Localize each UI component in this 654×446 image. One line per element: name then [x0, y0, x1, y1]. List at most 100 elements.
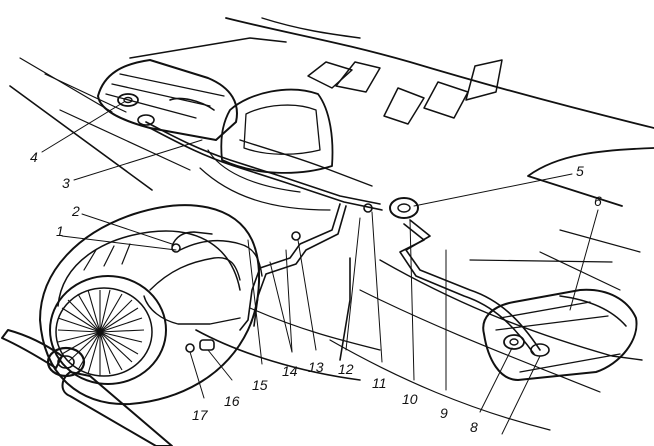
engine-cowling: [39, 204, 260, 406]
leader-1: [61, 235, 177, 251]
engine-line-3: [143, 295, 241, 325]
leader-6: [569, 209, 599, 311]
windshield-frame: [243, 104, 321, 155]
callout-15: 15: [252, 377, 268, 393]
engine-line-2: [149, 257, 241, 291]
fuel-fittings: [171, 197, 419, 353]
callout-16: 16: [224, 393, 240, 409]
propeller-blade-upper: [1, 329, 63, 369]
left-wing-fuel-tank: [97, 59, 238, 141]
fitting: [171, 243, 181, 253]
callout-14: 14: [282, 363, 298, 379]
right-wing-root: [527, 147, 654, 207]
right-feed-line-2: [399, 223, 535, 355]
leader-5: [413, 173, 573, 207]
leader-12: [345, 217, 361, 351]
cowl-line: [199, 167, 331, 211]
engine-line-4: [171, 231, 213, 247]
cabin-window: [307, 61, 353, 89]
left-tank-outlet: [137, 114, 155, 126]
main-feed-line: [239, 203, 341, 331]
callout-10: 10: [402, 391, 418, 407]
left-tank-seams: [105, 73, 225, 119]
propeller-spinner: [57, 355, 75, 369]
right-tank-filler-cap-inner: [509, 338, 519, 346]
left-feed-line-2: [149, 127, 383, 211]
right-tank-body: [482, 288, 638, 381]
fuel-valve: [363, 203, 373, 213]
callout-13: 13: [308, 359, 324, 375]
left-wing-line: [59, 109, 191, 171]
cowling-inner-ring: [55, 287, 153, 377]
leader-7: [501, 355, 541, 435]
leader-11: [371, 211, 383, 363]
cowling-outline: [39, 204, 260, 406]
left-wing-trailing-edge: [129, 37, 287, 59]
left-wing-line: [19, 57, 113, 113]
leader-16: [207, 349, 233, 381]
leader-3: [73, 139, 203, 181]
fuselage-lower-line: [249, 307, 381, 351]
cowling-ring: [57, 230, 241, 307]
engine-cylinder-fins: [57, 289, 145, 376]
left-wing-line: [44, 73, 127, 113]
fuel-filter-inner: [397, 203, 411, 213]
leader-14b: [269, 261, 293, 353]
cabin-window: [465, 59, 503, 101]
fuselage-upper: [225, 17, 654, 129]
fuel-cock: [291, 231, 301, 241]
airframe: [9, 17, 654, 431]
right-wing-leading-edge: [379, 259, 643, 361]
leader-14a: [285, 249, 293, 353]
cabin-window: [383, 87, 425, 125]
callout-8: 8: [470, 419, 478, 435]
callout-9: 9: [440, 405, 448, 421]
cowl-line: [207, 149, 301, 193]
callout-2: 2: [71, 203, 80, 219]
cabin-window: [423, 81, 469, 119]
vent-line: [239, 139, 373, 187]
right-tank-seams: [495, 301, 621, 373]
engine-line: [179, 239, 263, 277]
callout-12: 12: [338, 361, 354, 377]
callout-5: 5: [576, 163, 584, 179]
leader-8: [479, 347, 513, 413]
leader-2: [81, 213, 173, 245]
right-feed-line: [405, 219, 541, 351]
callout-17: 17: [192, 407, 209, 423]
leader-15: [247, 239, 263, 365]
windshield: [220, 88, 334, 174]
cowling-louvers: [83, 243, 131, 271]
callout-11: 11: [372, 375, 387, 391]
left-tank-body: [97, 59, 238, 141]
left-wing-leading-edge: [9, 85, 153, 191]
right-wing-fuel-tank: [482, 288, 638, 381]
right-wing-line: [559, 229, 641, 253]
leader-10: [409, 219, 415, 381]
left-tank-filler-cap-inner: [123, 96, 133, 104]
left-feed-line: [145, 121, 381, 205]
propeller-hub: [46, 346, 86, 378]
left-tank-filler-cap: [117, 93, 139, 107]
cabin-window: [335, 61, 381, 93]
callout-1: 1: [56, 223, 64, 239]
leader-17: [189, 351, 205, 399]
fitting-pump: [185, 343, 195, 353]
right-wing-line: [539, 251, 621, 291]
fuselage-lower: [195, 329, 361, 381]
propeller: [1, 329, 173, 446]
fuel-filter: [389, 197, 419, 219]
right-tank-strap: [559, 295, 627, 327]
leader-4: [41, 101, 125, 153]
cowling-front-ring: [49, 275, 167, 385]
callout-6: 6: [594, 193, 602, 209]
fuselage-spine: [261, 17, 361, 39]
right-wing-line: [469, 259, 613, 263]
leader-13: [297, 239, 317, 351]
callouts: 1 2 3 4 5 6 8 9 10 11 12 13 14 15 16 17: [30, 101, 602, 435]
callout-3: 3: [62, 175, 70, 191]
right-wing-line: [359, 289, 601, 393]
wing-spar: [339, 257, 351, 361]
